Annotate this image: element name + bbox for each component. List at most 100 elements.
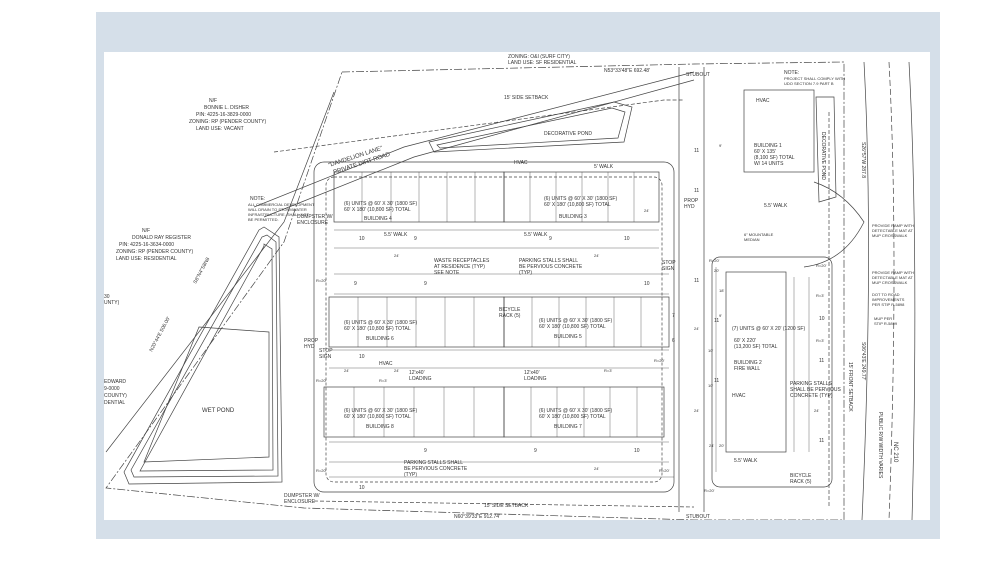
building-3-spec-2: 60' X 180' (10,800 SF) TOTAL <box>544 202 611 208</box>
decorative-pond-east-outline <box>815 96 837 203</box>
building-4-spec-2: 60' X 180' (10,800 SF) TOTAL <box>344 207 411 213</box>
building-4-name: BUILDING 4 <box>364 216 392 222</box>
mup-1: MUP PER <box>874 316 892 321</box>
radius-3: R=20' <box>316 468 327 473</box>
dumpster-label-2: ENCLOSURE <box>297 220 329 226</box>
nc210-label: NC 210 <box>892 442 898 463</box>
radius-4: R=3' <box>379 378 387 383</box>
stop-sign-3: STOP <box>662 260 676 266</box>
owner-register-2: DONALD RAY REGISTER <box>132 235 191 241</box>
walk-label-mid-2: 5.5' WALK <box>524 232 548 238</box>
radius-8: R=20' <box>704 488 715 493</box>
median-1: 6" MOUNTABLE <box>744 232 774 237</box>
radius-1: R=20' <box>316 278 327 283</box>
note-west-3: INFRASTRUCTURE. SHALL NOT <box>248 212 310 217</box>
owner-edward-4: DENTIAL <box>104 400 125 406</box>
dim-12: 20' <box>719 443 724 448</box>
stall-count-10: 9 <box>424 448 427 454</box>
dim-13: 9' <box>719 143 722 148</box>
walk-label-southeast: 5.5' WALK <box>734 458 758 464</box>
wet-pond-outline <box>123 226 283 485</box>
bearing-east-top: S26°57'W 287.8 <box>860 142 866 178</box>
dot-note-1: DOT TO ROAD <box>872 292 900 297</box>
owner-edward-2: 9-0000 <box>104 386 120 392</box>
note-ne-2: UDO SECTION 7.9 PART B <box>784 81 834 86</box>
stall-count-9: 10 <box>359 354 365 360</box>
building-1-name: BUILDING 1 <box>754 143 782 149</box>
dim-9: 24' <box>709 443 714 448</box>
radius-2: R=20' <box>316 378 327 383</box>
building-1-spec-3: W/ 14 UNITS <box>754 161 784 167</box>
stall-count-2: 9 <box>414 236 417 242</box>
setback-north: 15' SIDE SETBACK <box>504 95 549 101</box>
dim-6: 24' <box>694 408 699 413</box>
loading-3: 12'x40' <box>524 370 540 376</box>
building-2-name: BUILDING 2 <box>734 360 762 366</box>
ramp1-3: MUP CROSSWALK <box>872 233 908 238</box>
loading-2: LOADING <box>409 376 432 382</box>
parking-lot-west <box>313 161 675 493</box>
walk-label-north: 5' WALK <box>594 164 614 170</box>
stall-count-22: 11 <box>819 438 824 444</box>
bicycle-east-1: BICYCLE <box>790 473 812 479</box>
wet-pond-label: WET POND <box>202 408 235 414</box>
owner-disher-2: BONNIE L. DISHER <box>204 105 249 111</box>
hvac-label-3: HVAC <box>756 98 770 104</box>
bearing-west-top: S8°N4"S8N8 <box>192 257 211 285</box>
building-1-spec-2: (8,100 SF) TOTAL <box>754 155 795 161</box>
waste-2: AT RESIDENCE (TYP) <box>434 264 485 270</box>
parking-note-2: BE PERVIOUS CONCRETE <box>519 264 583 270</box>
drive-aisle-inner <box>325 176 663 483</box>
site-plan-drawing: ZONING: O&I (SURF CITY) LAND USE: SF RES… <box>104 54 916 520</box>
bicycle-1: BICYCLE <box>499 307 521 313</box>
slide-frame: ZONING: O&I (SURF CITY) LAND USE: SF RES… <box>96 12 940 539</box>
loading-1: 12'x40' <box>409 370 425 376</box>
dim-10: 24' <box>814 408 819 413</box>
zoning-north-2: LAND USE: SF RESIDENTIAL <box>508 60 577 66</box>
owner-register-5: LAND USE: RESIDENTIAL <box>116 256 177 262</box>
owner-disher-4: ZONING: RP (PENDER COUNTY) <box>189 119 266 125</box>
west-fragment-2: UNTY) <box>104 300 120 306</box>
ramp2-1: PROVIDE RAMP WITH <box>872 270 914 275</box>
parking-note-e3: CONCRETE (TYP) <box>790 393 833 399</box>
setback-line-north <box>273 99 684 153</box>
building-2-outline <box>725 271 787 453</box>
stall-count-17: 6 <box>672 338 675 344</box>
dim-1: 24' <box>394 253 399 258</box>
building-5-outline <box>503 296 670 348</box>
bearing-south: N60°39'33"E 912.74' <box>454 514 500 520</box>
setback-line-south <box>313 500 695 508</box>
ramp1-2: DETECTABLE MAT AT <box>872 228 913 233</box>
parking-note-3: (TYP) <box>519 270 532 276</box>
bicycle-east-2: RACK (5) <box>790 479 812 485</box>
radius-12: R=3' <box>816 293 824 298</box>
building-8-spec-1: (6) UNITS @ 60' X 30' (1800 SF) <box>344 408 417 414</box>
wet-pond-basin <box>143 326 270 463</box>
dumpster-label-4: ENCLOSURE <box>284 499 316 505</box>
property-boundary <box>105 61 845 520</box>
owner-register-1: N/F <box>142 228 150 234</box>
stall-count-11: 9 <box>534 448 537 454</box>
radius-5: R=3' <box>604 368 612 373</box>
stall-count-21: 11 <box>714 378 719 384</box>
radius-9: R=3' <box>816 338 824 343</box>
dirt-road-edge <box>263 79 695 218</box>
ramp1-1: PROVIDE RAMP WITH <box>872 223 914 228</box>
stall-count-15: 11 <box>694 278 699 284</box>
ramp2-2: DETECTABLE MAT AT <box>872 275 913 280</box>
zoning-north-1: ZONING: O&I (SURF CITY) <box>508 54 570 60</box>
west-fragment-1: 30 <box>104 294 110 300</box>
owner-edward-1: EDWARD <box>104 379 126 385</box>
owner-register-4: ZONING: RP (PENDER COUNTY) <box>116 249 193 255</box>
owner-disher-3: PIN: 4225-16-3829-0000 <box>196 112 251 118</box>
dim-2: 24' <box>594 253 599 258</box>
prop-hyd-1: PROP <box>304 338 319 344</box>
decorative-pond-east: DECORATIVE POND <box>820 132 826 180</box>
stall-count-1: 10 <box>359 236 365 242</box>
decorative-pond-inner <box>436 107 626 149</box>
hvac-label-2: HVAC <box>379 361 393 367</box>
bicycle-2: RACK (5) <box>499 313 521 319</box>
stop-sign-4: SIGN <box>662 266 675 272</box>
loading-4: LOADING <box>524 376 547 382</box>
stubout-south: STUBOUT <box>686 514 710 520</box>
